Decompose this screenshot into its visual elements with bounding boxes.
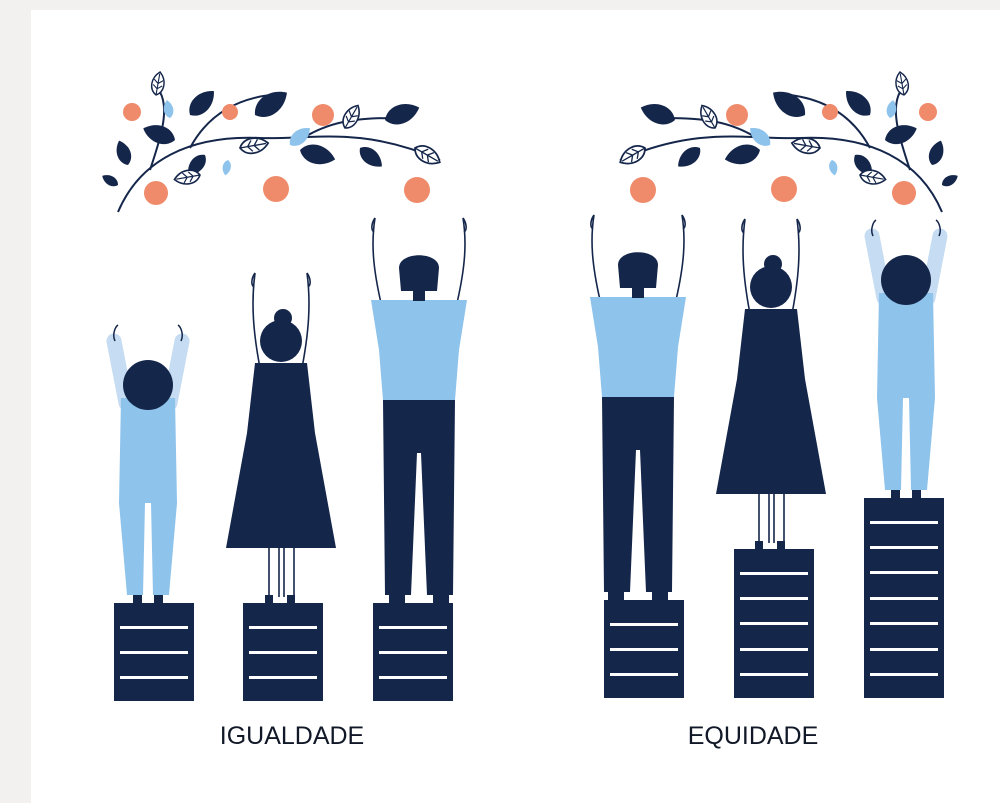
equity-label: EQUIDADE (687, 722, 819, 750)
crate-stack-child-right (864, 498, 944, 698)
crate-woman-left (243, 603, 323, 701)
child-figure-left (114, 325, 182, 603)
man-figure-right (589, 214, 687, 601)
crate-man-right (604, 600, 684, 698)
crate-child-left (114, 603, 194, 701)
equity-panel (589, 71, 961, 698)
child-figure-right (872, 220, 940, 498)
fruit-branch-left (100, 71, 444, 212)
woman-figure-left (225, 272, 337, 604)
woman-figure-right (715, 218, 827, 550)
equality-label: IGUALDADE (219, 722, 365, 750)
equality-panel (100, 71, 468, 701)
crate-man-left (373, 603, 453, 701)
man-figure-left (370, 217, 468, 604)
fruit-branch-right (617, 71, 961, 212)
crate-stack-woman-right (734, 549, 814, 698)
